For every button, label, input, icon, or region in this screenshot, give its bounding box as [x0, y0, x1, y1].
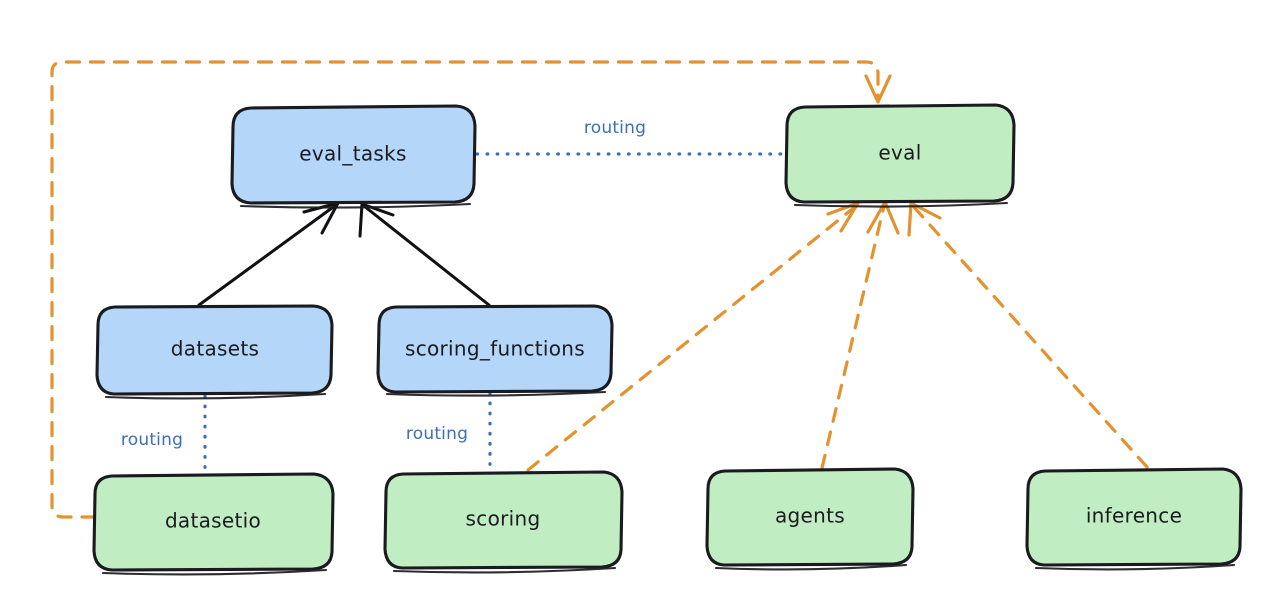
- node-inference-shape: [1025, 467, 1243, 567]
- node-scoring-functions-shape: [376, 304, 614, 394]
- edge-datasets-eval_tasks: [197, 201, 340, 307]
- node-inference-shadow: [1034, 563, 1236, 571]
- node-inference[interactable]: inference: [1025, 467, 1243, 571]
- node-scoring-label: scoring: [466, 507, 541, 531]
- node-datasets[interactable]: datasets: [95, 304, 334, 400]
- node-agents-shadow: [714, 563, 908, 571]
- node-eval-shadow: [793, 201, 1009, 208]
- node-scoring[interactable]: scoring: [383, 470, 624, 574]
- edge-label-routing-datasetio: routing: [121, 430, 183, 450]
- node-datasets-label: datasets: [171, 337, 259, 361]
- edge-scoring_functions-eval_tasks-path: [362, 204, 491, 307]
- node-scoring-functions-shadow: [385, 390, 607, 397]
- edge-label-layer: routing routing routing: [121, 118, 646, 450]
- node-datasetio-shadow: [101, 568, 328, 576]
- edge-datasetio-eval: [50, 60, 892, 519]
- node-datasetio-label: datasetio: [165, 509, 261, 533]
- edge-agents-eval: [820, 200, 900, 470]
- edge-datasetio-eval-arrowhead: [864, 74, 892, 104]
- node-agents-shape: [705, 467, 915, 567]
- edge-label-routing-eval: routing: [584, 118, 646, 138]
- node-agents-label: agents: [775, 504, 845, 528]
- node-layer: eval_tasks eval datasets scoring_functio…: [92, 103, 1243, 576]
- node-eval-label: eval: [878, 141, 921, 165]
- edge-inference-eval-arrowhead: [907, 201, 942, 237]
- edge-inference-eval-path: [911, 204, 1149, 469]
- edge-inference-eval: [907, 201, 1149, 469]
- node-agents[interactable]: agents: [705, 467, 915, 571]
- node-scoring-shape: [383, 470, 624, 570]
- edge-label-routing-scoring: routing: [406, 424, 468, 444]
- edge-scoring_functions-eval_tasks: [358, 202, 491, 307]
- node-datasetio-shape: [92, 472, 335, 572]
- node-eval-tasks[interactable]: eval_tasks: [230, 104, 477, 209]
- node-scoring-shadow: [392, 566, 617, 574]
- node-scoring-functions[interactable]: scoring_functions: [376, 304, 614, 397]
- node-eval-shape: [784, 103, 1016, 204]
- node-datasets-shadow: [104, 392, 327, 400]
- node-eval-tasks-shape: [230, 104, 477, 205]
- node-inference-label: inference: [1086, 504, 1182, 528]
- node-datasets-shape: [95, 304, 334, 396]
- node-scoring-functions-label: scoring_functions: [405, 337, 585, 361]
- node-eval-tasks-shadow: [239, 202, 472, 209]
- node-eval-tasks-label: eval_tasks: [299, 142, 406, 166]
- node-eval[interactable]: eval: [784, 103, 1016, 208]
- edge-datasets-eval_tasks-path: [197, 203, 338, 307]
- edge-scoring_functions-eval_tasks-arrowhead: [358, 202, 395, 238]
- node-datasetio[interactable]: datasetio: [92, 472, 335, 576]
- edge-agents-eval-path: [820, 204, 886, 470]
- edge-layer: [50, 60, 1149, 519]
- edge-datasetio-eval-path: [50, 60, 880, 519]
